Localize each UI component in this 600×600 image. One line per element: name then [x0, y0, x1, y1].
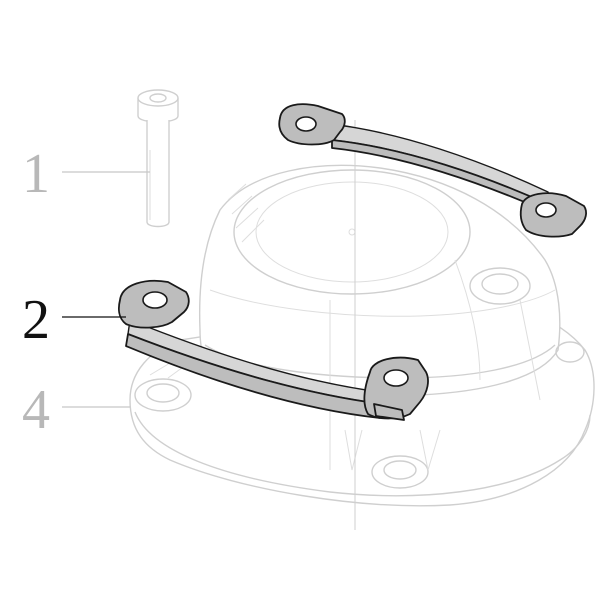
- callout-2: 2: [22, 289, 50, 351]
- housing-cover-part-4: [129, 164, 595, 507]
- handle-part-2-front: [118, 279, 429, 421]
- callout-4: 4: [22, 379, 50, 441]
- callout-1: 1: [22, 143, 50, 205]
- handle-part-2-rear: [278, 103, 587, 238]
- screw-part-1: [137, 89, 179, 228]
